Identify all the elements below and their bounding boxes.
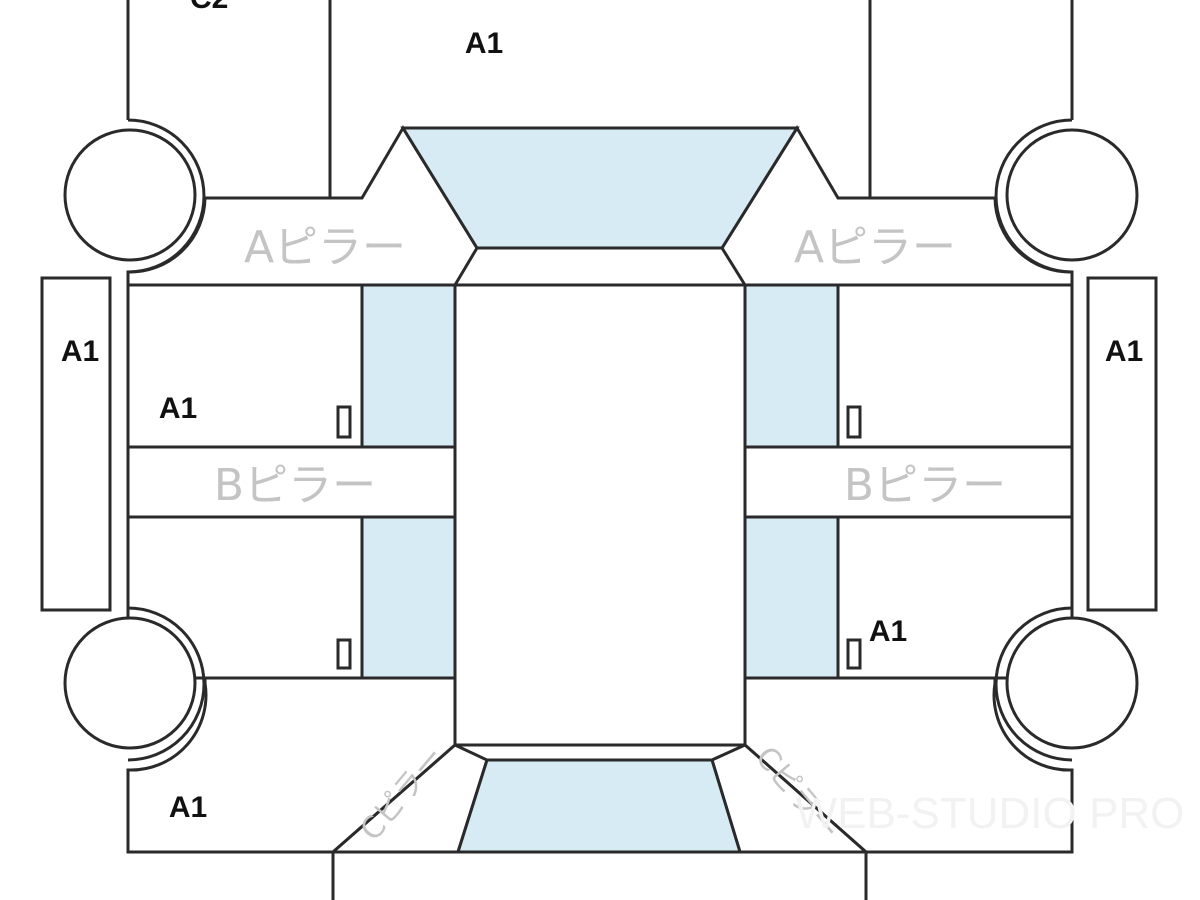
left-side-sill[interactable] — [40, 276, 112, 612]
damage-code-right-sill: A1 — [1105, 335, 1143, 368]
roof[interactable] — [453, 283, 747, 747]
damage-code-left-sill: A1 — [61, 335, 99, 368]
damage-code-hood: A1 — [465, 27, 503, 60]
damage-code-left-rear-quarter: A1 — [169, 791, 207, 824]
damage-code-left-front-door: A1 — [159, 392, 197, 425]
a-pillar-right-label: Aピラー — [794, 222, 956, 273]
damage-code-hood-left: C2 — [190, 0, 228, 15]
right-rear-door-handle — [846, 638, 862, 670]
b-pillar-left[interactable] — [126, 445, 457, 519]
trunk[interactable] — [128, 850, 1072, 900]
front-left-panel[interactable] — [126, 0, 332, 198]
watermark: WEB-STUDIO PRO — [796, 789, 1185, 838]
wheel-front-left[interactable] — [63, 118, 206, 274]
left-front-window[interactable] — [360, 283, 457, 449]
right-rear-window[interactable] — [743, 515, 840, 680]
b-pillar-right-label: Bピラー — [844, 460, 1006, 511]
windshield[interactable] — [400, 126, 800, 250]
right-front-window[interactable] — [743, 283, 840, 449]
wheel-rear-left[interactable] — [63, 606, 206, 762]
rear-window[interactable] — [455, 758, 743, 854]
front-right-panel[interactable] — [868, 0, 1074, 198]
damage-code-right-rear-door: A1 — [869, 615, 907, 648]
left-rear-window[interactable] — [360, 515, 457, 680]
left-front-door[interactable] — [126, 283, 364, 449]
a-pillar-left-label: Aピラー — [244, 222, 406, 273]
left-rear-door-handle — [336, 638, 352, 670]
wheel-front-right[interactable] — [994, 118, 1139, 274]
b-pillar-right[interactable] — [743, 445, 1074, 519]
wheel-rear-right[interactable] — [994, 606, 1139, 762]
right-front-door-handle — [846, 405, 862, 439]
left-front-door-handle — [336, 405, 352, 439]
right-side-sill[interactable] — [1086, 276, 1158, 612]
right-front-door[interactable] — [836, 283, 1074, 449]
b-pillar-left-label: Bピラー — [214, 460, 376, 511]
